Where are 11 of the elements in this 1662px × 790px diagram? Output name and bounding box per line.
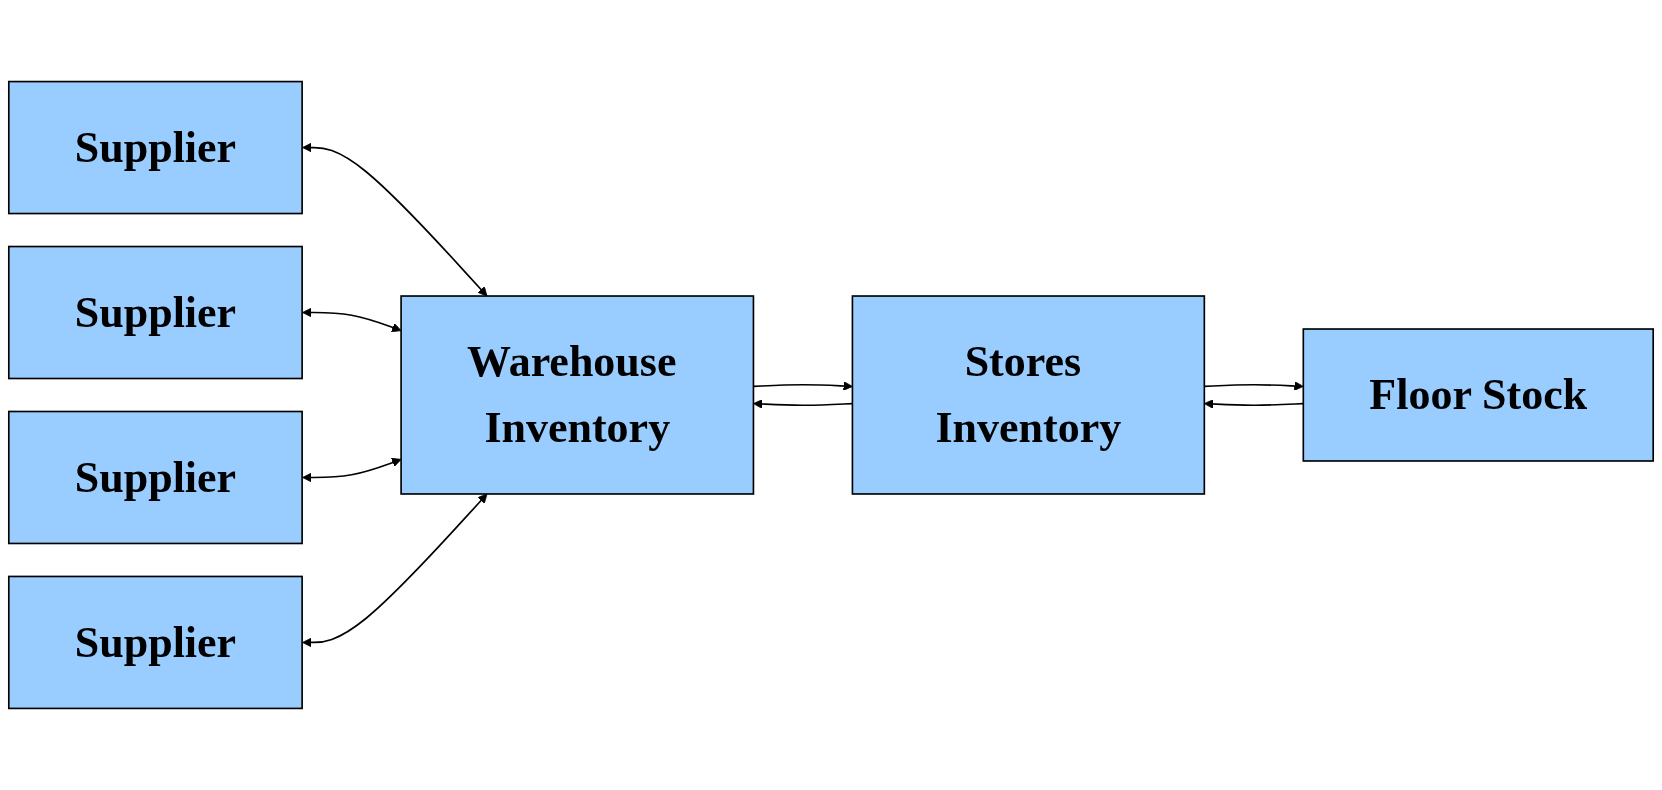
node-box: Stores Inventory	[851, 295, 1206, 495]
node-box: Supplier	[7, 575, 303, 710]
node-box: Warehouse Inventory	[400, 295, 755, 495]
node-box: Supplier	[7, 245, 303, 380]
arrow	[302, 307, 402, 333]
node-box: Supplier	[7, 80, 303, 215]
arrow	[302, 142, 488, 297]
node-box: Floor Stock	[1302, 328, 1655, 462]
arrow	[302, 493, 488, 648]
arrow	[302, 457, 402, 483]
node-box: Supplier	[7, 410, 303, 545]
